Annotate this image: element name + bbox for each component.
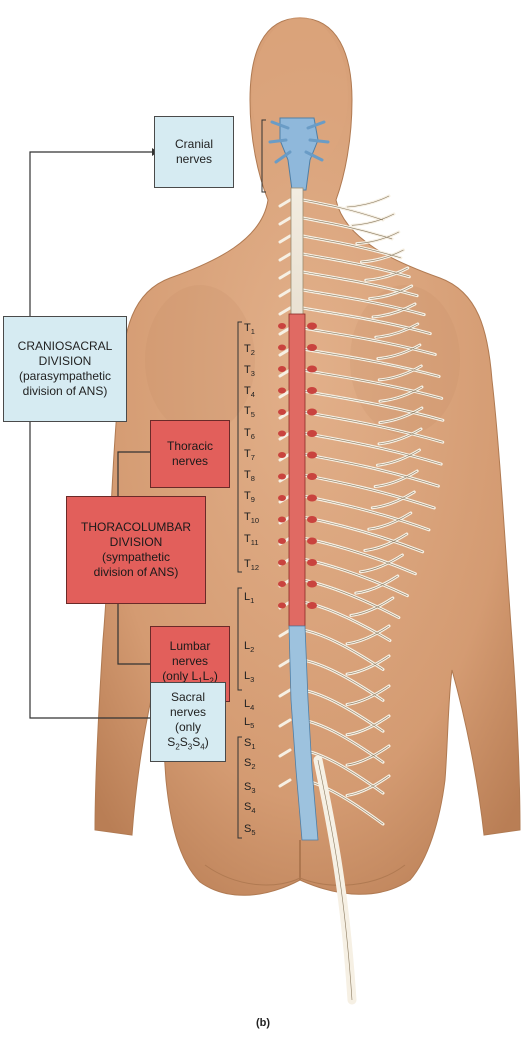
cranial-line-2: nerves (176, 152, 212, 167)
cervical-cord (291, 188, 303, 316)
craniosacral-line-2: DIVISION (39, 354, 92, 369)
thoracolumbar-line-4: division of ANS) (94, 565, 179, 580)
thoracolumbar-cord (289, 314, 305, 626)
segment-label-t7: T7 (244, 448, 255, 462)
ganglion (307, 323, 317, 330)
thoracolumbar-line-1: THORACOLUMBAR (81, 520, 191, 535)
nerve-twig (347, 196, 389, 207)
craniosacral-line-3: (parasympathetic (19, 369, 111, 384)
ganglion (307, 344, 317, 351)
ganglion (278, 603, 286, 609)
ganglion (278, 517, 286, 523)
ganglion (307, 366, 317, 373)
sacral-nerves-box: Sacral nerves (only S2S3S4) (150, 682, 226, 762)
segment-label-t6: T6 (244, 427, 255, 441)
lumbar-line-2: nerves (172, 654, 208, 669)
ganglion (307, 409, 317, 416)
segment-label-l3: L3 (244, 670, 254, 684)
craniosacral-division-box: CRANIOSACRAL DIVISION (parasympathetic d… (3, 316, 127, 422)
ganglion (278, 409, 286, 415)
sacral-line-2: nerves (170, 705, 206, 720)
thoracolumbar-line-3: (sympathetic (102, 550, 170, 565)
ganglion (278, 388, 286, 394)
thoracolumbar-line-2: DIVISION (110, 535, 163, 550)
ganglion (307, 452, 317, 459)
ganglion (278, 474, 286, 480)
ganglion (307, 538, 317, 545)
thoracic-line-2: nerves (172, 454, 208, 469)
segment-label-s2: S2 (244, 757, 256, 771)
segment-label-l5: L5 (244, 716, 254, 730)
segment-label-t1: T1 (244, 322, 255, 336)
segment-label-l2: L2 (244, 640, 254, 654)
figure-caption: (b) (0, 1017, 526, 1029)
sacral-line-3: (only (175, 720, 201, 735)
ganglion (307, 430, 317, 437)
ganglion (278, 560, 286, 566)
ganglion (278, 366, 286, 372)
ganglion (307, 516, 317, 523)
cranial-nerves-box: Cranial nerves (154, 116, 234, 188)
segment-label-l4: L4 (244, 698, 254, 712)
segment-label-s3: S3 (244, 781, 256, 795)
ganglion (278, 345, 286, 351)
ganglion (307, 473, 317, 480)
thoracolumbar-division-box: THORACOLUMBAR DIVISION (sympathetic divi… (66, 496, 206, 604)
segment-label-t5: T5 (244, 405, 255, 419)
segment-label-s1: S1 (244, 737, 256, 751)
ganglion (278, 323, 286, 329)
ganglion (278, 452, 286, 458)
segment-label-t12: T12 (244, 558, 259, 572)
ganglion (278, 431, 286, 437)
sacral-line-1: Sacral (171, 690, 205, 705)
cranial-line-1: Cranial (175, 137, 213, 152)
segment-label-t10: T10 (244, 511, 259, 525)
segment-label-t8: T8 (244, 469, 255, 483)
ganglion (307, 581, 317, 588)
ganglion (278, 581, 286, 587)
segment-label-t2: T2 (244, 343, 255, 357)
segment-label-l1: L1 (244, 591, 254, 605)
ganglion (307, 495, 317, 502)
ganglion (278, 538, 286, 544)
segment-label-t9: T9 (244, 490, 255, 504)
lumbar-line-1: Lumbar (170, 639, 211, 654)
sacral-line-4: S2S3S4) (167, 735, 208, 754)
segment-label-t11: T11 (244, 533, 259, 547)
ganglion (307, 602, 317, 609)
ganglion (307, 387, 317, 394)
thoracic-line-1: Thoracic (167, 439, 213, 454)
ganglion (307, 559, 317, 566)
segment-label-t3: T3 (244, 364, 255, 378)
thoracic-nerves-box: Thoracic nerves (150, 420, 230, 488)
craniosacral-line-4: division of ANS) (23, 384, 108, 399)
segment-label-s5: S5 (244, 823, 256, 837)
ganglion (278, 495, 286, 501)
segment-label-t4: T4 (244, 385, 255, 399)
craniosacral-line-1: CRANIOSACRAL (18, 339, 113, 354)
segment-label-s4: S4 (244, 801, 256, 815)
